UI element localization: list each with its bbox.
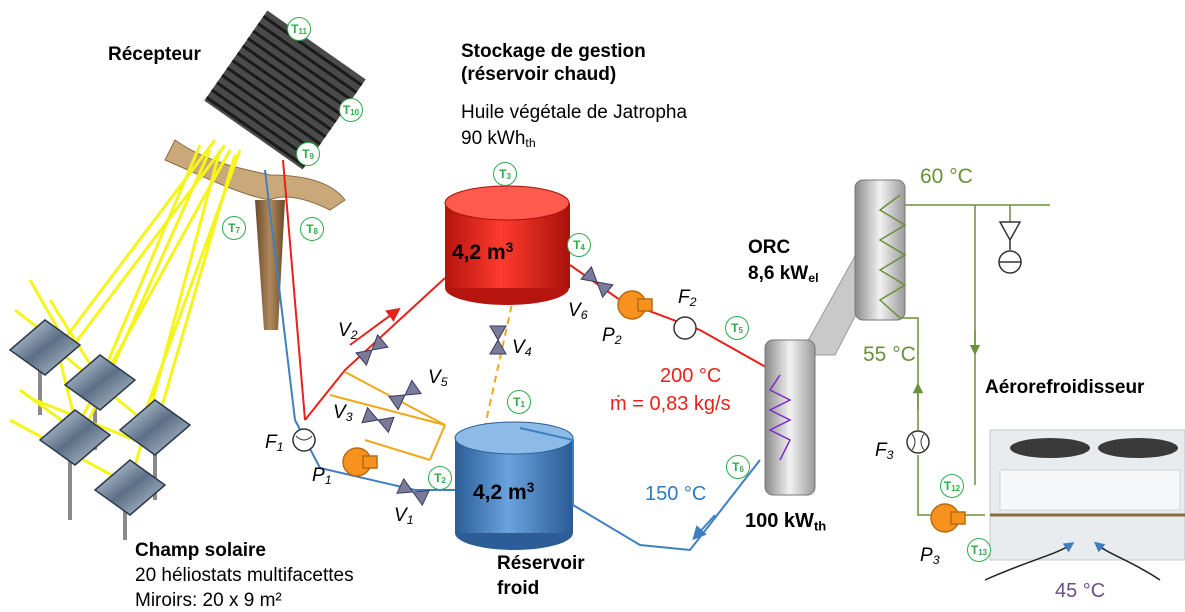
solar-field-heliostats: 20 héliostats multifacettes	[135, 565, 354, 586]
receiver-coil	[204, 10, 366, 170]
flowmeter-f1	[292, 428, 316, 452]
orc-power: 8,6 kWel	[748, 263, 819, 286]
hot-temperature: 200 °C	[660, 365, 722, 387]
sensor-t11: T11	[287, 17, 311, 41]
valve-v5-label: V5	[428, 367, 448, 390]
receiver-inlet-pipe	[264, 169, 296, 421]
storage-title-line1: Stockage de gestion	[461, 41, 646, 62]
hot-supply-pipe	[304, 277, 446, 421]
receiver-outlet-pipe	[282, 159, 306, 421]
ambient-temperature: 45 °C	[1055, 580, 1106, 602]
airflow-arrow-left	[984, 542, 1075, 581]
storage-title-line2: (réservoir chaud)	[461, 64, 617, 85]
cooling-inlet-temperature: 60 °C	[920, 165, 973, 188]
cooling-outlet-temperature: 55 °C	[863, 343, 916, 366]
sensor-t13: T13	[967, 538, 991, 562]
pump-p3[interactable]	[930, 503, 966, 533]
sensor-t3: T3	[493, 162, 517, 186]
valve-v6[interactable]	[580, 265, 614, 299]
sensor-t12: T12	[940, 474, 964, 498]
expansion-vessel	[998, 221, 1022, 274]
cold-flow-arrow	[692, 514, 716, 541]
airflow-arrow-right	[1093, 541, 1161, 581]
pump-p1[interactable]	[342, 447, 378, 477]
solar-tower	[164, 139, 346, 330]
valve-v4[interactable]	[489, 325, 507, 355]
flowmeter-f2-label: F2	[678, 287, 697, 310]
receiver-title: Récepteur	[108, 44, 201, 65]
sensor-t2: T2	[428, 466, 452, 490]
solar-field-mirrors: Miroirs: 20 x 9 m²	[135, 590, 282, 611]
cold-tank	[454, 421, 574, 550]
thermal-power: 100 kWth	[745, 510, 827, 534]
valve-v2-label: V2	[338, 320, 358, 343]
sensor-t4: T4	[567, 233, 591, 257]
valve-v3-label: V3	[333, 402, 353, 425]
cold-tank-label-line2: froid	[497, 578, 540, 599]
sensor-t10: T10	[339, 98, 363, 122]
cold-tank-label-line1: Réservoir	[497, 553, 585, 574]
storage-capacity: 90 kWhth	[461, 128, 536, 151]
cold-tank-volume: 4,2 m3	[473, 480, 535, 504]
valve-v2[interactable]	[355, 333, 389, 367]
valve-v1-label: V1	[394, 505, 414, 528]
pump-p2[interactable]	[617, 290, 653, 320]
mass-flow: ṁ = 0,83 kg/s	[610, 393, 731, 415]
air-cooler	[989, 429, 1185, 561]
sensor-t5: T5	[725, 316, 749, 340]
flowmeter-f3-label: F3	[875, 440, 894, 463]
sensor-t6: T6	[726, 455, 750, 479]
cold-temperature: 150 °C	[645, 483, 707, 505]
hot-tank	[444, 185, 570, 305]
flowmeter-f3	[906, 430, 930, 454]
pump-p1-label: P1	[312, 465, 332, 488]
sensor-t1: T1	[507, 390, 531, 414]
valve-v6-label: V6	[568, 300, 588, 323]
valve-v3[interactable]	[361, 406, 395, 434]
hot-flow-arrow	[349, 307, 401, 346]
sensor-t8: T8	[300, 217, 324, 241]
air-cooler-label: Aérorefroidisseur	[985, 377, 1145, 398]
pump-p3-label: P3	[920, 545, 940, 568]
hot-line-to-orc	[569, 264, 781, 376]
sensor-t7: T7	[222, 216, 246, 240]
solar-field-title: Champ solaire	[135, 540, 266, 561]
orc-unit	[764, 179, 907, 496]
flowmeter-f1-label: F1	[265, 432, 284, 455]
hot-tank-volume: 4,2 m3	[452, 240, 514, 264]
sensor-t9: T9	[296, 142, 320, 166]
storage-medium: Huile végétale de Jatropha	[461, 102, 688, 123]
orc-label: ORC	[748, 237, 791, 258]
flowmeter-f2	[673, 316, 697, 340]
valve-v5[interactable]	[388, 379, 422, 411]
pump-p2-label: P2	[602, 325, 622, 348]
valve-v4-label: V4	[512, 337, 532, 360]
valve-v1[interactable]	[396, 477, 430, 507]
heliostats	[8, 319, 192, 516]
